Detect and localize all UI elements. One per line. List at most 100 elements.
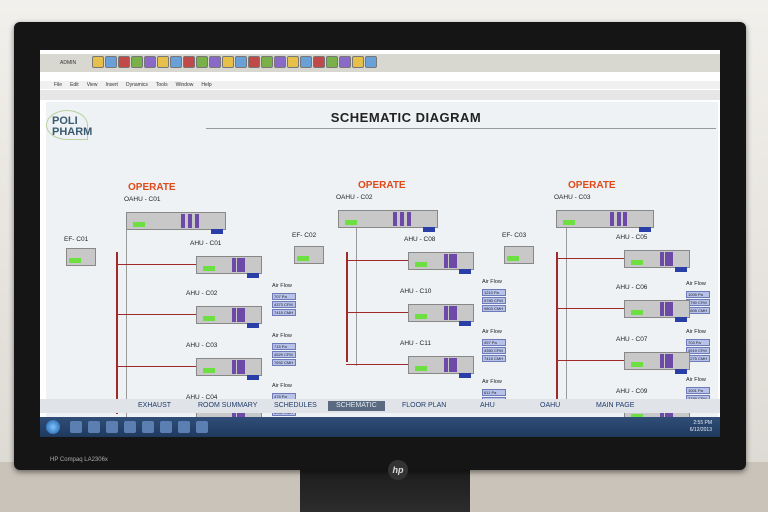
toolbar-tool-icon[interactable]	[144, 56, 156, 68]
tab-floor-plan[interactable]: FLOOR PLAN	[402, 402, 447, 409]
toolbar-tool-icon[interactable]	[105, 56, 117, 68]
menu-tools[interactable]: Tools	[155, 82, 168, 88]
airflow-value: 497 Pa	[482, 339, 506, 346]
airflow-value: 1001 Pa	[686, 387, 710, 394]
airflow-value: 1005 Pa	[686, 291, 710, 298]
app-icon[interactable]	[124, 421, 136, 433]
toolbar-tool-icon[interactable]	[118, 56, 130, 68]
airflow-value: 4919 CFM	[686, 347, 710, 354]
toolbar-tool-icon[interactable]	[157, 56, 169, 68]
media-icon[interactable]	[106, 421, 118, 433]
ahu-unit-coil	[444, 254, 449, 268]
menu-file[interactable]: File	[54, 82, 63, 88]
ahu-unit-coil	[664, 406, 669, 420]
ahu-unit-coil	[444, 306, 449, 320]
ahu-unit[interactable]	[624, 352, 690, 374]
ahu-unit[interactable]	[408, 252, 474, 274]
tab-schedules[interactable]: SCHEDULES	[274, 402, 317, 409]
tab-main-page[interactable]: MAIN PAGE	[596, 402, 635, 409]
tab-exhaust[interactable]: EXHAUST	[138, 402, 172, 409]
tab-room-summary[interactable]: ROOM SUMMARY	[198, 402, 258, 409]
toolbar-tool-icon[interactable]	[235, 56, 247, 68]
airflow-value: 4529 CFM	[272, 351, 296, 358]
toolbar-tool-icon[interactable]	[339, 56, 351, 68]
toolbar-tool-icon[interactable]	[131, 56, 143, 68]
ahu-unit-status-green	[631, 310, 643, 315]
toolbar-tool-icon[interactable]	[326, 56, 338, 68]
airflow-value: 707 Pa	[272, 293, 296, 300]
ef-unit-2[interactable]	[294, 246, 324, 264]
app2-icon[interactable]	[142, 421, 154, 433]
ahu-unit[interactable]	[196, 306, 262, 328]
menu-edit[interactable]: Edit	[70, 82, 79, 88]
ahu-unit-coil	[669, 252, 674, 266]
airflow-value: 611 Pa	[482, 389, 506, 396]
toolbar-tool-icon[interactable]	[248, 56, 260, 68]
ahu-unit[interactable]	[624, 300, 690, 322]
toolbar-tool-icon[interactable]	[92, 56, 104, 68]
oahu-unit-2[interactable]	[338, 210, 438, 232]
oahu-unit-2-coil	[399, 212, 404, 226]
toolbar-tool-icon[interactable]	[287, 56, 299, 68]
ahu-unit[interactable]	[408, 356, 474, 378]
ahu-unit[interactable]	[408, 304, 474, 326]
toolbar-tool-icon[interactable]	[209, 56, 221, 68]
airflow-label: Air Flow	[686, 281, 706, 287]
ahu-unit[interactable]	[196, 256, 262, 278]
ahu-unit-coil	[241, 258, 246, 272]
tab-schematic[interactable]: SCHEMATIC	[328, 401, 385, 411]
toolbar-tool-icon[interactable]	[300, 56, 312, 68]
ef-unit-3[interactable]	[504, 246, 534, 264]
top-toolbar: ADMIN	[40, 54, 720, 72]
ahu-unit-coil	[444, 358, 449, 372]
ef-unit-1[interactable]	[66, 248, 96, 266]
ie-icon[interactable]	[70, 421, 82, 433]
toolbar-tool-icon[interactable]	[196, 56, 208, 68]
ahu-unit-coil	[664, 252, 669, 266]
tab-ahu[interactable]: AHU	[480, 402, 495, 409]
tab-oahu[interactable]: OAHU	[540, 402, 561, 409]
menu-window[interactable]: Window	[175, 82, 194, 88]
ahu-unit-coil	[236, 258, 241, 272]
ahu-unit-status-green	[415, 314, 427, 319]
return-pipe-2	[356, 228, 357, 366]
toolbar-tool-icon[interactable]	[274, 56, 286, 68]
nav-tab-bar: EXHAUST ROOM SUMMARY SCHEDULES SCHEMATIC…	[40, 399, 720, 413]
menu-view[interactable]: View	[86, 82, 98, 88]
toolbar-tool-icon[interactable]	[352, 56, 364, 68]
menu-help[interactable]: Help	[201, 82, 212, 88]
menu-dynamics[interactable]: Dynamics	[125, 82, 148, 88]
ahu-unit[interactable]	[624, 250, 690, 272]
supply-trunk-pipe-1	[116, 252, 118, 414]
oahu-unit-2-status-blue	[423, 227, 435, 232]
toolbar-tool-icon[interactable]	[261, 56, 273, 68]
clock-time: 2:55 PM	[693, 420, 712, 426]
explorer-icon[interactable]	[88, 421, 100, 433]
app4-icon[interactable]	[178, 421, 190, 433]
ahu-unit-status-green	[415, 366, 427, 371]
ahu-unit-status-green	[631, 414, 643, 419]
ahu-unit[interactable]	[196, 358, 262, 380]
toolbar-tool-icon[interactable]	[170, 56, 182, 68]
airflow-label: Air Flow	[482, 379, 502, 385]
oahu-unit-1[interactable]	[126, 212, 226, 234]
toolbar-tool-icon[interactable]	[365, 56, 377, 68]
ahu-unit-status-blue	[675, 317, 687, 322]
ahu-label: AHU - C11	[400, 340, 431, 347]
toolbar-tool-icon[interactable]	[183, 56, 195, 68]
ahu-label: AHU - C03	[186, 342, 218, 349]
toolbar-tool-icon[interactable]	[313, 56, 325, 68]
airflow-value: 703 Pa	[686, 339, 710, 346]
app5-icon[interactable]	[196, 421, 208, 433]
hp-logo: hp	[388, 460, 408, 480]
menu-insert[interactable]: Insert	[105, 82, 118, 88]
brand-logo: POLI PHARM	[52, 116, 92, 138]
start-button[interactable]	[46, 420, 60, 434]
oahu-unit-3[interactable]	[556, 210, 654, 232]
app3-icon[interactable]	[160, 421, 172, 433]
toolbar-tool-icon[interactable]	[222, 56, 234, 68]
airflow-label: Air Flow	[482, 279, 502, 285]
